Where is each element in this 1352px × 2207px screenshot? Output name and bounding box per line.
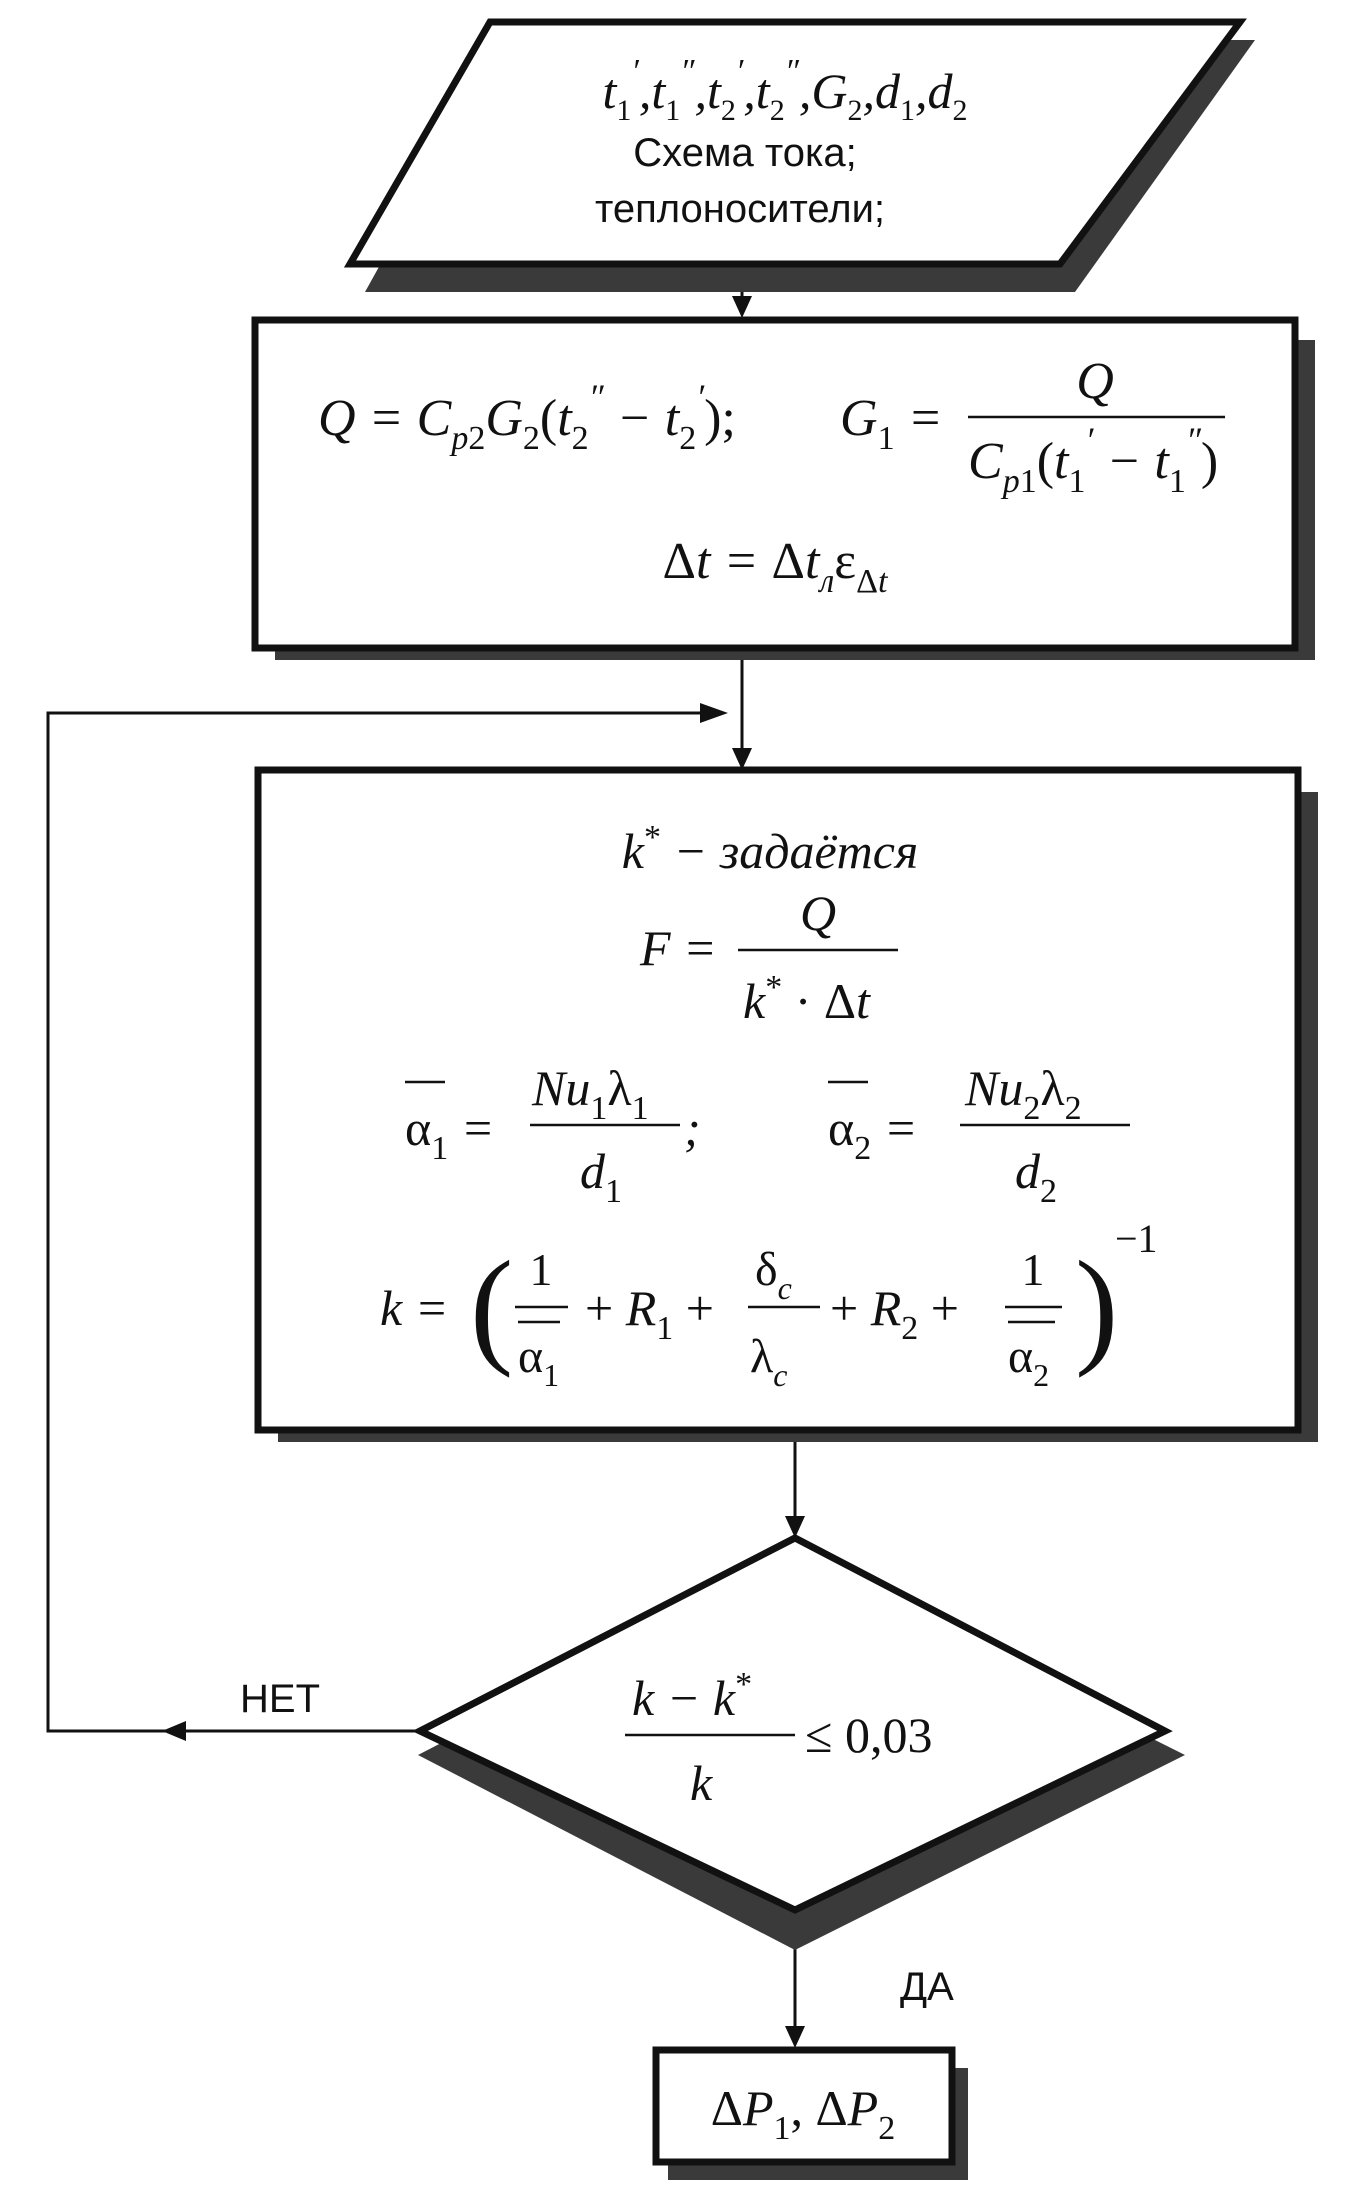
output-text: ΔP1, ΔP2: [711, 2080, 895, 2147]
eq-alpha1: α1 = Nu1λ1 d1 ;: [405, 1060, 701, 1210]
svg-text:Cp1(t1′ − t1″): Cp1(t1′ − t1″): [968, 420, 1218, 500]
svg-text:Nu2λ2: Nu2λ2: [964, 1060, 1082, 1127]
svg-text:1: 1: [530, 1244, 553, 1295]
svg-text:+ R1 +: + R1 +: [585, 1280, 714, 1347]
svg-text:;: ;: [684, 1100, 701, 1156]
svg-text:δc: δc: [755, 1243, 792, 1306]
output-block: ΔP1, ΔP2: [652, 2046, 968, 2180]
eq-q: Q = Cp2G2(t2″ − t2′);: [318, 377, 736, 457]
input-block: t1′,t1″,t2′,t2″,G2,d1,d2 Схема тока; теп…: [343, 18, 1255, 292]
svg-text:d1: d1: [580, 1143, 622, 1210]
svg-text:): ): [1075, 1235, 1118, 1379]
input-line2: Схема тока;: [633, 131, 856, 175]
svg-text:k* · Δt: k* · Δt: [743, 969, 871, 1029]
svg-text:Nu1λ1: Nu1λ1: [531, 1060, 649, 1127]
svg-text:G1 =: G1 =: [840, 390, 943, 457]
input-line3: теплоносители;: [595, 187, 885, 231]
no-arrow-head: [162, 1721, 186, 1741]
svg-text:α1: α1: [518, 1330, 559, 1393]
svg-text:1: 1: [1022, 1244, 1045, 1295]
svg-text:λc: λc: [750, 1330, 787, 1393]
svg-text:Q = Cp2G2(t2″ − t2′);: Q = Cp2G2(t2″ − t2′);: [318, 377, 736, 457]
decision-block: k − k* k ≤ 0,03: [412, 1534, 1185, 1950]
svg-text:α2 =: α2 =: [828, 1100, 917, 1167]
loop-arrow-head: [700, 703, 728, 723]
svg-text:k: k: [690, 1755, 713, 1811]
svg-text:k =: k =: [380, 1280, 448, 1336]
svg-text:α2: α2: [1008, 1330, 1049, 1393]
svg-text:Q: Q: [800, 885, 836, 941]
calc-block-loop: k* − задаётся F = Q k* · Δt α1 = Nu1λ1 d…: [254, 766, 1318, 1442]
svg-text:d2: d2: [1015, 1143, 1057, 1210]
eq-g1: G1 = Q Cp1(t1′ − t1″): [840, 353, 1225, 500]
svg-text:k − k*: k − k*: [632, 1666, 752, 1726]
no-label: НЕТ: [240, 1677, 320, 1721]
svg-text:+ R2 +: + R2 +: [830, 1280, 959, 1347]
eq-alpha2: α2 = Nu2λ2 d2: [828, 1060, 1130, 1210]
yes-label: ДА: [900, 1965, 954, 2009]
eq-k: k = ( 1 α1 + R1 + δc λc + R2 + 1 α2 ) −1: [380, 1216, 1158, 1393]
input-params: t1′,t1″,t2′,t2″,G2,d1,d2: [603, 53, 968, 127]
calc-block-1: Q = Cp2G2(t2″ − t2′); G1 = Q Cp1(t1′ − t…: [251, 316, 1315, 660]
k-star-text: k* − задаётся: [622, 819, 918, 879]
connectors: [46, 264, 805, 2048]
svg-text:≤ 0,03: ≤ 0,03: [805, 1707, 932, 1763]
svg-text:(: (: [470, 1235, 513, 1379]
svg-text:F =: F =: [639, 920, 717, 976]
svg-text:Q: Q: [1076, 353, 1114, 410]
svg-text:α1 =: α1 =: [405, 1100, 494, 1167]
eq-dt: Δt = ΔtлεΔt: [663, 533, 889, 600]
eq-f: F = Q k* · Δt: [639, 885, 898, 1029]
decision-condition: k − k* k ≤ 0,03: [625, 1666, 932, 1811]
svg-text:−1: −1: [1115, 1216, 1158, 1261]
